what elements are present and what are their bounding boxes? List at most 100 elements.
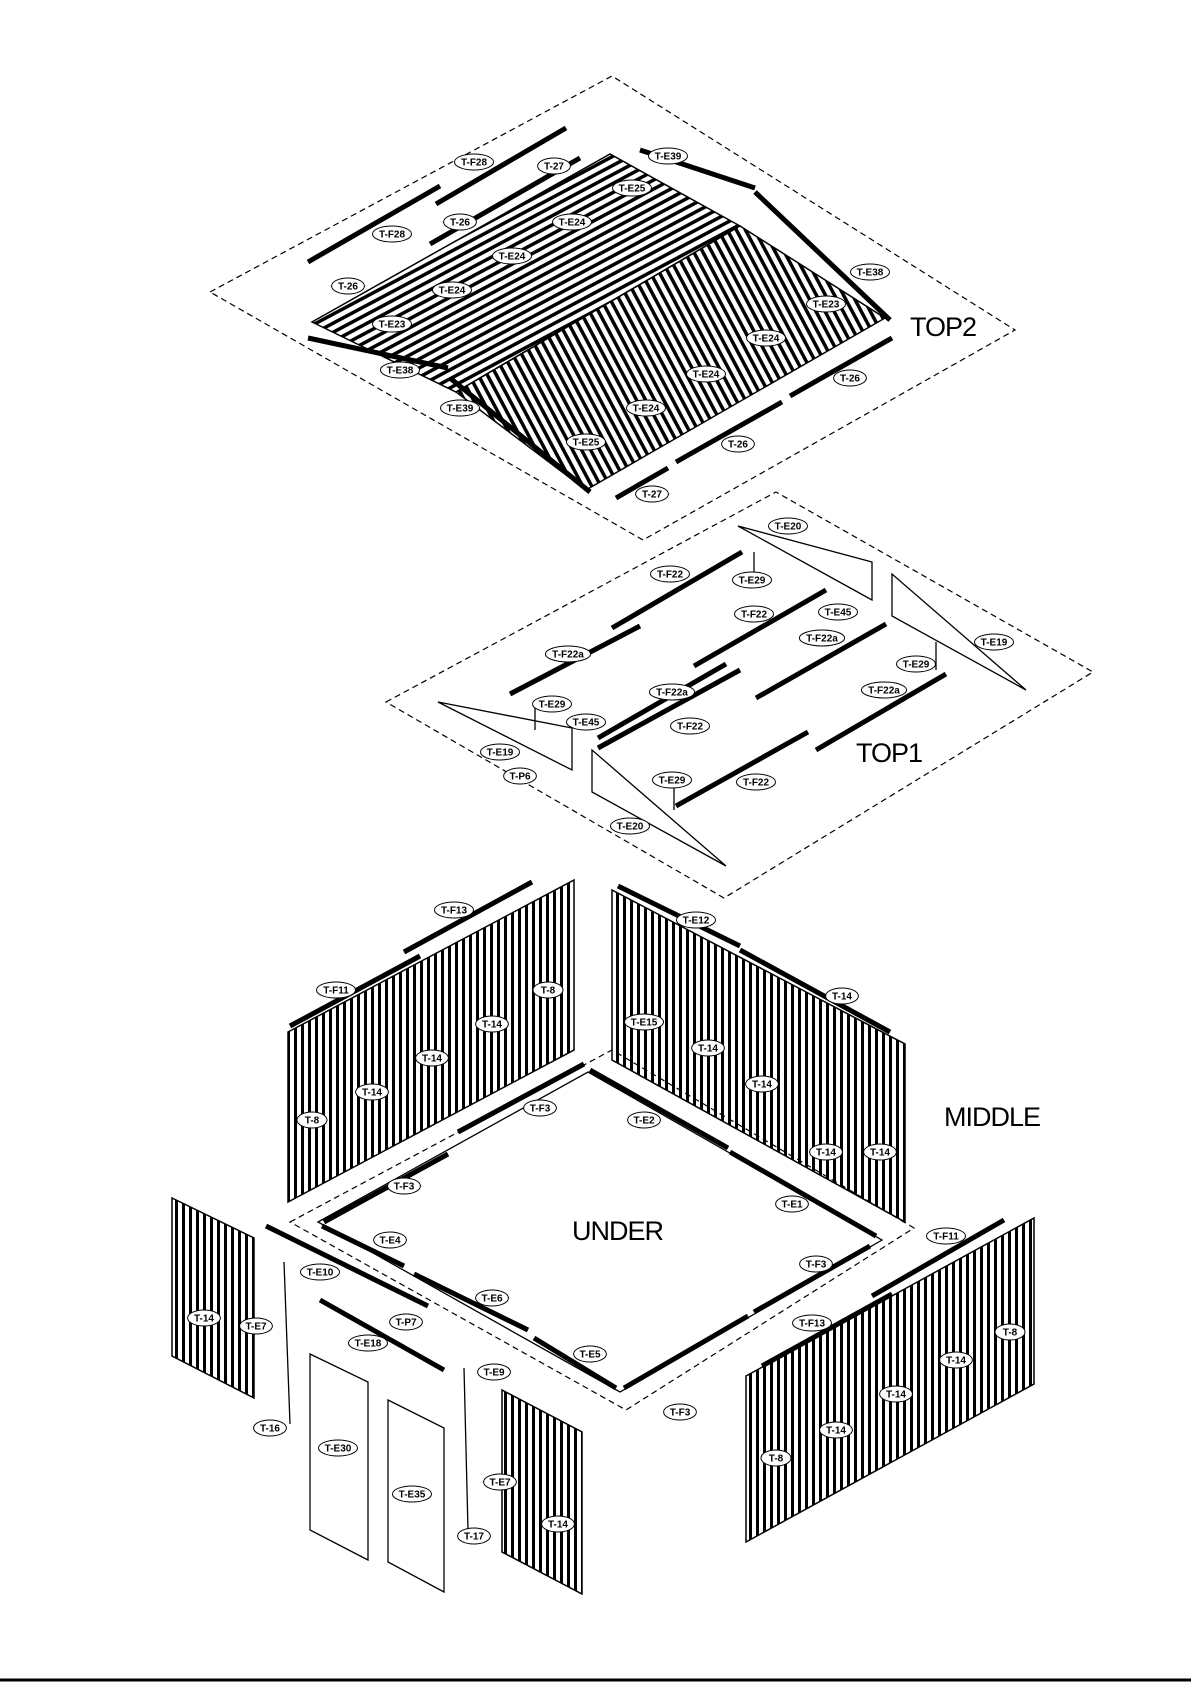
part-callout-label: T-E23 [813, 300, 840, 311]
part-callout: T-14 [475, 1015, 509, 1033]
part-callout-oval [387, 1177, 421, 1195]
part-callout-oval [454, 153, 494, 171]
part-callout: T-14 [863, 1143, 897, 1161]
floor-frame [316, 1071, 884, 1393]
rail [318, 1297, 446, 1373]
part-callout-label: T-14 [946, 1356, 966, 1367]
part-callout: T-E18 [348, 1334, 388, 1352]
part-callout-oval [415, 1049, 449, 1067]
part-callout-oval [492, 247, 532, 265]
part-callout-oval [253, 1419, 287, 1437]
part-callout-label: T-E10 [307, 1268, 334, 1279]
part-callout-oval [994, 1323, 1026, 1341]
part-callout: T-E24 [492, 247, 532, 265]
part-callout: T-14 [541, 1515, 575, 1533]
part-callout-oval [348, 1334, 388, 1352]
part-callout-label: T-14 [870, 1148, 890, 1159]
part-callout-oval [373, 1231, 407, 1249]
part-callout-oval [745, 1075, 779, 1093]
rail [320, 1223, 406, 1269]
part-callout: T-F22a [798, 629, 846, 647]
part-callout-oval [318, 1439, 358, 1457]
wall-back-right [611, 888, 906, 1224]
part-callout-oval [532, 695, 572, 713]
part-callout-label: T-E5 [579, 1350, 601, 1361]
part-callout-label: T-E45 [573, 718, 600, 729]
part-callout: T-F3 [663, 1403, 697, 1421]
part-callout-oval [809, 1143, 843, 1161]
part-callout: T-F13 [792, 1314, 832, 1332]
part-callout-label: T-14 [362, 1088, 382, 1099]
part-callout-label: T-14 [816, 1148, 836, 1159]
part-callout: T-E24 [686, 365, 726, 383]
part-callout-label: T-F22a [552, 650, 584, 661]
part-callout-oval [296, 1111, 328, 1129]
rail [674, 729, 810, 809]
rail [264, 1223, 430, 1309]
rail [434, 125, 568, 207]
part-callout: T-27 [635, 485, 669, 503]
part-callout-oval [457, 1527, 491, 1545]
part-callout-label: T-E19 [487, 748, 514, 759]
part-callout-label: T-F22 [741, 610, 768, 621]
part-callout: T-E15 [624, 1013, 664, 1031]
part-callout: T-E7 [483, 1473, 517, 1491]
part-callout-oval [544, 645, 592, 663]
part-callout-label: T-14 [886, 1390, 906, 1401]
part-callout-label: T-E18 [355, 1339, 382, 1350]
part-callout-oval [392, 1485, 432, 1503]
part-callout-label: T-26 [728, 440, 748, 451]
part-callout: T-14 [809, 1143, 843, 1161]
part-callout-label: T-E29 [903, 660, 930, 671]
part-callout-oval [331, 277, 365, 295]
part-callout-oval [380, 361, 420, 379]
part-callout-oval [896, 655, 936, 673]
part-callout-label: T-26 [338, 282, 358, 293]
part-callout-oval [432, 281, 472, 299]
rail [456, 1061, 586, 1135]
part-callout: T-E19 [480, 743, 520, 761]
part-callout-label: T-E20 [617, 822, 644, 833]
wall-front-left-panel [501, 1388, 583, 1596]
post [283, 1261, 291, 1425]
part-callout-label: T-8 [769, 1454, 784, 1465]
gable-truss [437, 701, 573, 772]
part-callout: T-27 [537, 157, 571, 175]
part-callout-label: T-26 [450, 218, 470, 229]
part-callout-oval [624, 1013, 664, 1031]
part-callout-label: T-E38 [857, 268, 884, 279]
part-callout-label: T-P7 [395, 1318, 417, 1329]
part-callout: T-26 [443, 213, 477, 231]
part-callout: T-14 [745, 1075, 779, 1093]
part-callout-oval [652, 771, 692, 789]
part-callout-label: T-14 [548, 1520, 568, 1531]
part-callout-label: T-E7 [245, 1322, 267, 1333]
part-callout: T-26 [331, 277, 365, 295]
part-callout-label: T-E39 [655, 152, 682, 163]
part-callout-label: T-E20 [775, 522, 802, 533]
part-callout-label: T-E39 [447, 404, 474, 415]
section-label-top2: TOP2 [910, 312, 976, 342]
part-callout-oval [760, 1449, 792, 1467]
part-callout-oval [477, 1363, 511, 1381]
door-left [309, 1352, 369, 1562]
part-callout-oval [663, 1403, 697, 1421]
part-callout: T-8 [296, 1111, 328, 1129]
part-callout: T-E19 [974, 633, 1014, 651]
part-callout-oval [300, 1263, 340, 1281]
door-right [387, 1398, 445, 1594]
part-callout: T-14 [691, 1039, 725, 1057]
part-callout-label: T-E19 [981, 638, 1008, 649]
rail [596, 661, 728, 741]
part-callout: T-E5 [573, 1345, 607, 1363]
part-callout: T-F22a [648, 683, 696, 701]
part-callout: T-F3 [799, 1255, 833, 1273]
part-callout-label: T-E24 [633, 404, 660, 415]
part-callout-label: T-14 [422, 1054, 442, 1065]
part-callout-oval [648, 683, 696, 701]
part-callout-oval [850, 263, 890, 281]
part-callout: T-8 [532, 981, 564, 999]
under-group [288, 1049, 916, 1411]
rail [760, 1291, 894, 1369]
rail [728, 1149, 878, 1239]
